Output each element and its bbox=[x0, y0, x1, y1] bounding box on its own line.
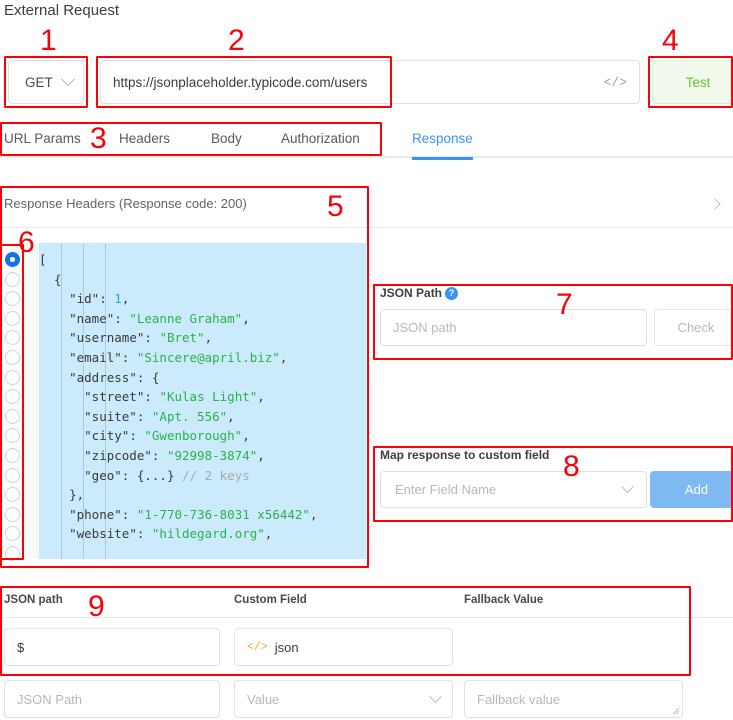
new-row-fallback-placeholder: Fallback value bbox=[477, 691, 561, 707]
http-method-value: GET bbox=[25, 74, 53, 90]
annotation-number-4: 4 bbox=[662, 24, 679, 57]
new-row-fallback-input[interactable]: Fallback value bbox=[464, 680, 683, 718]
json-line-radio[interactable] bbox=[5, 310, 20, 326]
json-line-radio[interactable] bbox=[5, 526, 20, 542]
chevron-down-icon bbox=[60, 72, 76, 87]
request-url-value: https://jsonplaceholder.typicode.com/use… bbox=[113, 74, 368, 90]
json-line-radio[interactable] bbox=[5, 408, 20, 424]
chevron-right-icon[interactable] bbox=[709, 198, 721, 210]
annotation-number-1: 1 bbox=[40, 24, 57, 57]
map-response-label: Map response to custom field bbox=[380, 448, 550, 462]
json-line[interactable]: "website": "hildegard.org", bbox=[69, 526, 273, 542]
json-gutter bbox=[28, 243, 38, 559]
http-method-select[interactable]: GET bbox=[8, 60, 84, 104]
json-line[interactable]: }, bbox=[39, 487, 85, 503]
new-row-json-path-input[interactable]: JSON Path bbox=[4, 680, 220, 718]
check-button[interactable]: Check bbox=[654, 309, 733, 346]
chevron-down-icon bbox=[429, 689, 442, 703]
tab-response[interactable]: Response bbox=[412, 124, 473, 160]
json-line-radio[interactable] bbox=[5, 271, 20, 287]
json-line-radio-column bbox=[2, 243, 28, 561]
json-line[interactable]: "id": 1, bbox=[69, 291, 130, 307]
json-line[interactable]: "city": "Gwenborough", bbox=[84, 428, 250, 444]
json-path-label-text: JSON Path bbox=[380, 286, 443, 300]
json-line[interactable]: "suite": "Apt. 556", bbox=[84, 408, 235, 424]
response-headers-accordion[interactable]: Response Headers (Response code: 200) bbox=[0, 188, 733, 228]
resize-handle-icon[interactable] bbox=[672, 707, 680, 715]
tab-body[interactable]: Body bbox=[211, 131, 242, 146]
json-line[interactable]: "geo": {...} // 2 keys bbox=[84, 467, 250, 483]
json-line-radio[interactable] bbox=[5, 467, 20, 483]
request-url-input[interactable]: https://jsonplaceholder.typicode.com/use… bbox=[100, 60, 640, 104]
add-button[interactable]: Add bbox=[650, 471, 733, 508]
custom-field-select[interactable]: Enter Field Name bbox=[380, 471, 647, 508]
json-line-radio[interactable] bbox=[5, 428, 20, 444]
json-path-placeholder: JSON path bbox=[393, 320, 457, 335]
row-custom-field-input[interactable]: </> json bbox=[234, 628, 453, 666]
chevron-down-icon bbox=[621, 480, 634, 494]
json-line[interactable]: "name": "Leanne Graham", bbox=[69, 310, 250, 326]
tab-headers[interactable]: Headers bbox=[119, 131, 171, 146]
json-line[interactable]: "address": { bbox=[69, 369, 160, 385]
mapping-table: JSON path Custom Field Fallback Value $ … bbox=[0, 590, 733, 720]
json-line-radio[interactable] bbox=[5, 330, 20, 346]
json-line-radio[interactable] bbox=[5, 487, 20, 503]
json-line[interactable]: { bbox=[39, 271, 62, 287]
tab-url-params[interactable]: URL Params bbox=[4, 131, 81, 146]
row-json-path-input[interactable]: $ bbox=[4, 628, 220, 666]
map-response-panel: Map response to custom field Enter Field… bbox=[376, 448, 733, 520]
page-title: External Request bbox=[4, 2, 120, 19]
json-code-area[interactable]: [ { "id": 1, "name": "Leanne Graham", "u… bbox=[39, 243, 366, 559]
json-line[interactable]: "email": "Sincere@april.biz", bbox=[69, 350, 288, 365]
json-line[interactable]: "zipcode": "92998-3874", bbox=[84, 448, 265, 463]
json-line[interactable]: "username": "Bret", bbox=[69, 330, 213, 346]
custom-field-placeholder: Enter Field Name bbox=[395, 482, 497, 497]
json-line[interactable]: "phone": "1-770-736-8031 x56442", bbox=[69, 506, 318, 522]
json-line[interactable]: "street": "Kulas Light", bbox=[84, 389, 265, 405]
json-line-radio[interactable] bbox=[5, 252, 20, 267]
json-line-radio[interactable] bbox=[5, 291, 20, 307]
request-tabs: URL Params Headers Body Authorization Re… bbox=[0, 124, 733, 160]
column-header-fallback-value: Fallback Value bbox=[464, 594, 544, 606]
help-icon[interactable]: ? bbox=[445, 287, 459, 300]
row-custom-field-value: json bbox=[274, 639, 299, 655]
table-divider bbox=[0, 617, 733, 618]
json-path-panel: JSON Path? JSON path Check bbox=[376, 286, 733, 358]
json-line-radio[interactable] bbox=[5, 448, 20, 463]
json-line-radio[interactable] bbox=[5, 350, 20, 365]
response-headers-label: Response Headers (Response code: 200) bbox=[4, 196, 247, 211]
json-line-radio[interactable] bbox=[5, 506, 20, 522]
json-path-label: JSON Path? bbox=[380, 286, 459, 300]
code-icon[interactable]: </> bbox=[603, 74, 627, 90]
annotation-number-2: 2 bbox=[228, 24, 245, 57]
new-row-custom-field-placeholder: Value bbox=[247, 691, 280, 707]
column-header-json-path: JSON path bbox=[4, 594, 63, 606]
request-row: GET https://jsonplaceholder.typicode.com… bbox=[0, 56, 733, 108]
json-line[interactable]: [ bbox=[39, 252, 47, 267]
column-header-custom-field: Custom Field bbox=[234, 594, 307, 606]
test-button[interactable]: Test bbox=[652, 60, 733, 104]
json-line-radio[interactable] bbox=[5, 546, 20, 561]
json-path-input[interactable]: JSON path bbox=[380, 309, 647, 346]
tab-authorization[interactable]: Authorization bbox=[281, 131, 360, 146]
json-line-radio[interactable] bbox=[5, 369, 20, 385]
json-response-viewer: [ { "id": 1, "name": "Leanne Graham", "u… bbox=[0, 243, 366, 561]
json-line-radio[interactable] bbox=[5, 389, 20, 405]
code-icon: </> bbox=[247, 640, 268, 654]
new-row-custom-field-select[interactable]: Value bbox=[234, 680, 453, 718]
